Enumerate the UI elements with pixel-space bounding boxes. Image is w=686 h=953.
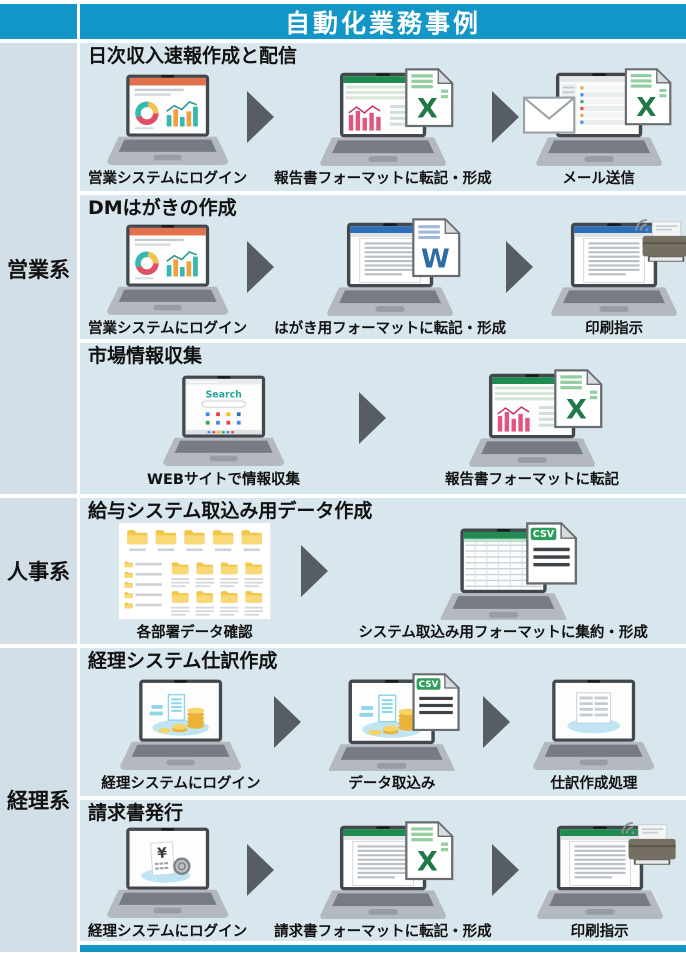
workflow-step: はがき用フォーマットに転記・形成 — [274, 218, 506, 338]
department-folders-illustration — [118, 521, 272, 620]
row-title: 請求書発行 — [88, 802, 184, 824]
invoice-excel-laptop-illustration — [303, 821, 454, 919]
flow-arrow-icon — [506, 240, 534, 293]
workflow-row-daily-report: 日次収入速報作成と配信 営業システムにログイン — [80, 43, 686, 191]
excel-file-icon — [554, 369, 603, 429]
workflow-step: 営業システムにログイン — [88, 68, 247, 188]
category-label-hr: 人事系 — [0, 498, 77, 644]
workflow-row-dm-postcard: DMはがきの作成 営業システムにログイン — [80, 195, 686, 339]
workflow-step: 営業システムにログイン — [88, 218, 247, 338]
excel-file-icon — [404, 821, 454, 881]
workflow-step: システム取込み用フォーマットに集約・形成 — [358, 522, 648, 642]
workflow-step: メール送信 — [519, 68, 679, 188]
workflow-step: 報告書フォーマットに転記・形成 — [274, 68, 492, 188]
journal-laptop-illustration — [523, 673, 664, 771]
flow-arrow-icon — [301, 544, 329, 597]
group-hr: 人事系 給与システム取込み用データ作成 — [0, 498, 686, 644]
print-laptop-illustration — [519, 822, 677, 919]
printer-icon — [635, 218, 686, 263]
step-caption: 経理システムにログイン — [101, 775, 261, 792]
excel-report-laptop-illustration — [303, 68, 454, 166]
flow-arrow-icon — [358, 392, 386, 445]
workflow-step: データ取込み — [314, 673, 469, 793]
step-caption: 報告書フォーマットに転記 — [444, 472, 619, 489]
workflow-step: 請求書フォーマットに転記・形成 — [274, 821, 492, 941]
row-title: 給与システム取込み用データ作成 — [88, 500, 373, 522]
category-label-sales: 営業系 — [0, 43, 77, 494]
web-browser-laptop-illustration — [153, 369, 294, 467]
workflow-step: 各部署データ確認 — [118, 521, 272, 642]
invoice-document-screen — [560, 830, 639, 886]
category-label-accounting: 経理系 — [0, 648, 77, 952]
spreadsheet-csv-laptop-illustration — [424, 522, 577, 620]
sales-dashboard-laptop-illustration — [97, 68, 238, 166]
workflow-step: 経理システムにログイン — [101, 673, 260, 793]
print-laptop-illustration — [533, 218, 686, 316]
workflow-row-market-research: 市場情報収集 WEBサイトで情報収集 — [80, 343, 686, 494]
workflow-step: 印刷指示 — [519, 821, 681, 941]
row-title: 日次収入速報作成と配信 — [88, 45, 298, 67]
step-caption: 印刷指示 — [570, 924, 629, 941]
step-caption: 営業システムにログイン — [88, 170, 248, 187]
accounting-laptop-illustration — [110, 673, 251, 771]
flow-arrow-icon — [247, 90, 275, 143]
row-title: 市場情報収集 — [88, 345, 203, 367]
workflow-step: WEBサイトで情報収集 — [147, 369, 300, 489]
flow-arrow-icon — [247, 240, 275, 293]
group-sales: 営業系 日次収入速報作成と配信 営業システムにログイン — [0, 43, 686, 494]
workflow-row-journal-entry: 経理システム仕訳作成 経理システムにログイン — [80, 648, 686, 796]
workflow-step: 印刷指示 — [533, 218, 686, 338]
workflow-step: 仕訳作成処理 — [523, 673, 664, 793]
step-caption: メール送信 — [562, 170, 635, 187]
excel-report-laptop-illustration — [452, 369, 603, 467]
data-import-laptop-illustration — [314, 673, 460, 771]
envelope-icon — [522, 96, 575, 134]
row-title: 経理システム仕訳作成 — [88, 650, 278, 672]
step-caption: 営業システムにログイン — [88, 320, 248, 337]
step-caption: システム取込み用フォーマットに集約・形成 — [358, 624, 648, 641]
header-row: 自動化業務事例 — [0, 4, 686, 39]
step-caption: 仕訳作成処理 — [550, 775, 638, 792]
step-caption: 請求書フォーマットに転記・形成 — [274, 924, 492, 941]
flow-arrow-icon — [482, 695, 510, 748]
footer-bar — [80, 945, 686, 952]
invoice-system-laptop-illustration — [97, 821, 238, 919]
csv-file-icon — [412, 673, 460, 731]
excel-file-icon — [404, 68, 454, 128]
step-caption: WEBサイトで情報収集 — [147, 472, 300, 489]
word-file-icon — [412, 218, 461, 278]
email-laptop-illustration — [522, 68, 671, 166]
workflow-step: 報告書フォーマットに転記 — [445, 369, 619, 489]
document-screen — [574, 226, 653, 282]
step-caption: 各部署データ確認 — [136, 624, 253, 641]
csv-file-icon — [525, 522, 577, 585]
header-corner-cell — [0, 4, 77, 39]
group-accounting: 経理系 経理システム仕訳作成 経理システムにログイン — [0, 648, 686, 952]
step-caption: 経理システムにログイン — [88, 924, 248, 941]
workflow-row-invoice: 請求書発行 経理システムにログイン — [80, 800, 686, 941]
word-document-laptop-illustration — [310, 218, 461, 316]
flow-arrow-icon — [273, 695, 301, 748]
flow-arrow-icon — [491, 844, 519, 897]
sales-dashboard-laptop-illustration — [97, 218, 238, 316]
step-caption: はがき用フォーマットに転記・形成 — [274, 320, 507, 337]
step-caption: 報告書フォーマットに転記・形成 — [274, 170, 492, 187]
workflow-row-payroll-data: 給与システム取込み用データ作成 — [80, 498, 686, 644]
step-caption: 印刷指示 — [585, 320, 644, 337]
page-title: 自動化業務事例 — [80, 4, 686, 39]
workflow-step: 経理システムにログイン — [88, 821, 247, 941]
flow-arrow-icon — [247, 844, 275, 897]
excel-file-icon — [624, 68, 671, 126]
row-title: DMはがきの作成 — [88, 197, 237, 219]
step-caption: データ取込み — [348, 775, 436, 792]
flow-arrow-icon — [491, 90, 519, 143]
